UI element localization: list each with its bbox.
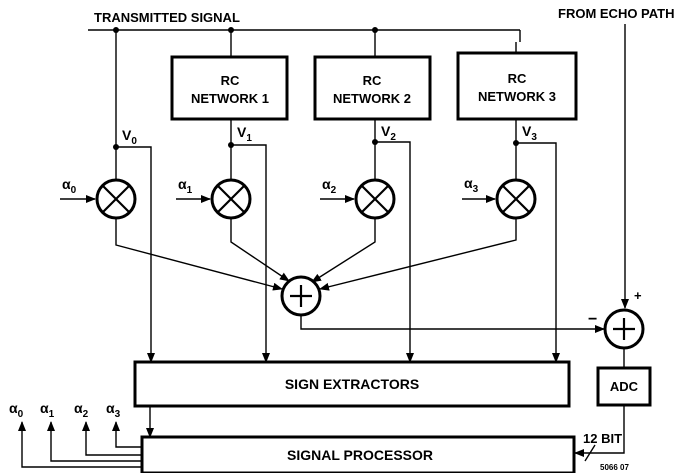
alpha-0-label: α0 <box>62 176 77 196</box>
output-alpha-2 <box>82 421 142 456</box>
rc-network-2-box <box>313 55 432 121</box>
figure-code: 5066 07 <box>600 463 629 472</box>
output-alpha-0 <box>18 421 142 468</box>
signal-processor-box <box>140 435 576 473</box>
out-alpha-3-label: α3 <box>106 400 121 420</box>
v1-label: V1 <box>237 124 252 144</box>
alpha-2-label: α2 <box>322 176 337 196</box>
rc-network-1-line2: NETWORK 1 <box>191 91 269 106</box>
sum-to-subtractor <box>300 315 605 333</box>
rc-network-3-box <box>456 51 578 121</box>
rc-network-1-line1: RC <box>221 73 240 88</box>
mult-2-to-sum <box>311 218 376 283</box>
adc-to-processor <box>574 405 625 457</box>
multiplier-3-icon <box>495 178 537 220</box>
alpha-1-label: α1 <box>178 176 193 196</box>
multiplier-2-icon <box>354 178 396 220</box>
multiplier-0-icon <box>95 178 137 220</box>
out-alpha-0-label: α0 <box>9 400 24 420</box>
summing-junction-icon <box>280 275 322 317</box>
minus-sign: − <box>588 311 597 328</box>
from-echo-path-label: FROM ECHO PATH <box>558 6 675 21</box>
rc-network-2-line2: NETWORK 2 <box>333 91 411 106</box>
adc-label: ADC <box>610 379 639 394</box>
output-alpha-1 <box>47 421 142 462</box>
out-alpha-1-label: α1 <box>40 400 55 420</box>
transmitted-signal-label: TRANSMITTED SIGNAL <box>94 10 240 25</box>
tap-3-to-sign <box>516 142 560 363</box>
multiplier-1-icon <box>210 178 252 220</box>
sign-extractors-label: SIGN EXTRACTORS <box>285 376 419 392</box>
output-alpha-3 <box>112 421 142 448</box>
out-alpha-2-label: α2 <box>74 400 89 420</box>
mult-1-to-sum <box>230 218 290 282</box>
mult-3-to-sum <box>319 218 517 291</box>
signal-processor-label: SIGNAL PROCESSOR <box>287 447 433 463</box>
v3-label: V3 <box>522 123 537 143</box>
bit-width-label: 12 BIT <box>583 431 622 446</box>
tap-0-to-sign <box>116 146 155 363</box>
v0-label: V0 <box>122 127 137 147</box>
subtractor-icon <box>603 308 645 350</box>
mult-0-to-sum <box>115 218 283 291</box>
sign-extractors-box <box>133 360 571 408</box>
tap-1-to-sign <box>231 144 270 363</box>
bus-slash <box>584 444 596 462</box>
rc-network-2-line1: RC <box>363 73 382 88</box>
rc-network-1-box <box>170 55 289 121</box>
alpha-3-label: α3 <box>464 175 479 195</box>
rc-network-3-line2: NETWORK 3 <box>478 89 556 104</box>
tap-2-to-sign <box>375 141 414 363</box>
plus-sign: + <box>634 288 642 303</box>
v2-label: V2 <box>381 123 396 143</box>
rc-network-3-line1: RC <box>508 71 527 86</box>
